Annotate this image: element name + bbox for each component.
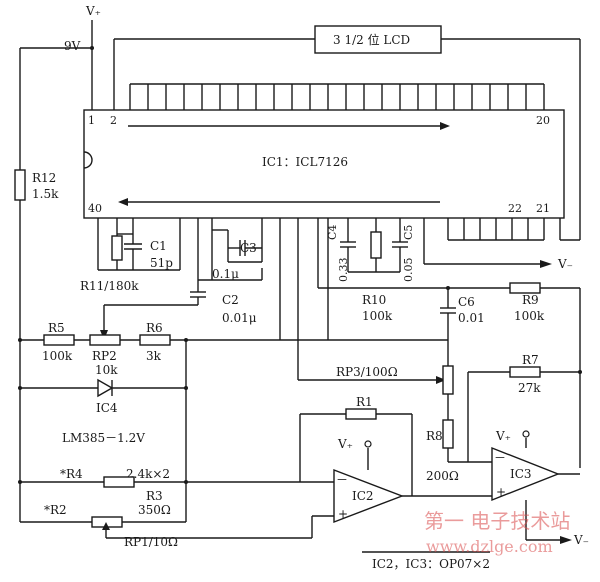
footer-note: IC2，IC3：OP07×2: [362, 551, 490, 571]
ic3-name: IC3: [510, 467, 532, 481]
r12-name: R12: [32, 171, 56, 185]
r6-value: 3k: [146, 349, 162, 363]
ic4-name: IC4: [96, 401, 118, 415]
r7-value: 27k: [518, 381, 541, 395]
c2-value: 0.01μ: [222, 311, 257, 325]
c1-value: 51p: [150, 256, 173, 270]
ic1-chip: 1 2 20 40 22 21 IC1：ICL7126: [83, 109, 565, 219]
r3-value: 350Ω: [138, 503, 171, 517]
ic3-plus: +: [496, 485, 506, 499]
r4-value: 2.4k×2: [126, 467, 170, 481]
r1-name: R1: [356, 395, 373, 409]
rp1-label: RP1/10Ω: [124, 535, 178, 549]
bridge-r4-r3: *R4 2.4k×2 R3 350Ω: [18, 467, 300, 517]
ic4-reference: IC4 LM385－1.2V: [18, 378, 188, 445]
capacitors-c4-c5: C4 0.33 C5 0.05 V₋: [326, 218, 573, 282]
vplus-top-label: V₊: [85, 4, 101, 18]
ic2-name: IC2: [352, 489, 374, 503]
c6-name: C6: [458, 295, 475, 309]
center-wiring: [279, 218, 446, 384]
r9-value: 100k: [514, 309, 545, 323]
ic3-minus: －: [494, 451, 506, 465]
ic1-top-pins: [129, 84, 545, 110]
supply-top: V₊ 9V: [19, 4, 101, 170]
r10-value: 100k: [362, 309, 393, 323]
opamp-ic2: IC2 － + V₊ R1: [299, 395, 492, 538]
r11-label: R11/180k: [80, 279, 139, 293]
bridge-r2-rp1: *R2 RP1/10Ω: [20, 503, 312, 549]
reference-divider: R5 100k RP2 10k R6 3k: [18, 321, 448, 522]
r8-value: 200Ω: [426, 469, 459, 483]
opamp-note: IC2，IC3：OP07×2: [372, 557, 490, 571]
opamp-ic3: IC3 － + V₊ V₋: [491, 429, 589, 547]
c1-name: C1: [150, 239, 167, 253]
c3-value: 0.1μ: [212, 267, 239, 281]
ic2-plus: +: [338, 507, 348, 521]
ic1-label: IC1：ICL7126: [262, 155, 348, 169]
capacitor-c3: C3 0.1μ: [211, 218, 263, 281]
lcd-display: 3 1/2 位 LCD: [113, 25, 581, 241]
lcd-label: 3 1/2 位 LCD: [333, 32, 410, 47]
rp3-label: RP3/100Ω: [336, 365, 398, 379]
rp2-value: 10k: [95, 363, 118, 377]
r6-name: R6: [146, 321, 163, 335]
watermark: 第一 电子技术站 www.dzlge.com: [424, 509, 570, 556]
rp2-name: RP2: [92, 349, 117, 363]
rp3-r8-branch: RP3/100Ω R8 200Ω R7 27k: [336, 353, 582, 483]
ic1-pin1: 1: [88, 114, 95, 127]
r3-name: R3: [146, 489, 163, 503]
ic2-vplus: V₊: [337, 437, 353, 451]
vminus-label-bottom: V₋: [573, 533, 589, 547]
oscillator-r11-c1: C1 51p R11/180k: [80, 218, 181, 293]
r7-name: R7: [522, 353, 539, 367]
r8-name: R8: [426, 429, 443, 443]
r12-value: 1.5k: [32, 187, 59, 201]
ic1-pin20: 20: [536, 114, 550, 127]
r9-name: R9: [522, 293, 539, 307]
ic1-bottom-right-pins: [447, 218, 545, 241]
c3-name: C3: [240, 241, 257, 255]
ic1-pin40: 40: [88, 202, 102, 215]
c6-value: 0.01: [458, 311, 485, 325]
c5-value: 0.05: [402, 258, 415, 283]
watermark-url: www.dzlge.com: [426, 537, 553, 556]
r5-value: 100k: [42, 349, 73, 363]
c4-name: C4: [326, 225, 339, 240]
capacitor-c2: C2 0.01μ: [100, 218, 263, 340]
r10-name: R10: [362, 293, 386, 307]
resistor-r12: R12 1.5k: [14, 169, 59, 522]
r2-name: *R2: [44, 503, 67, 517]
nine-volt-label: 9V: [64, 39, 81, 53]
r4-name: *R4: [60, 467, 83, 481]
c5-name: C5: [402, 225, 415, 240]
ic2-minus: －: [336, 473, 348, 487]
ic1-pin21: 21: [536, 202, 550, 215]
r5-name: R5: [48, 321, 65, 335]
vminus-label-top: V₋: [557, 257, 573, 271]
ic4-part: LM385－1.2V: [62, 431, 145, 445]
watermark-text: 第一 电子技术站: [424, 509, 570, 533]
c4-value: 0.33: [337, 258, 350, 283]
ic1-pin2: 2: [110, 114, 117, 127]
ic1-pin22: 22: [508, 202, 522, 215]
ic3-vplus: V₊: [495, 429, 511, 443]
c2-name: C2: [222, 293, 239, 307]
